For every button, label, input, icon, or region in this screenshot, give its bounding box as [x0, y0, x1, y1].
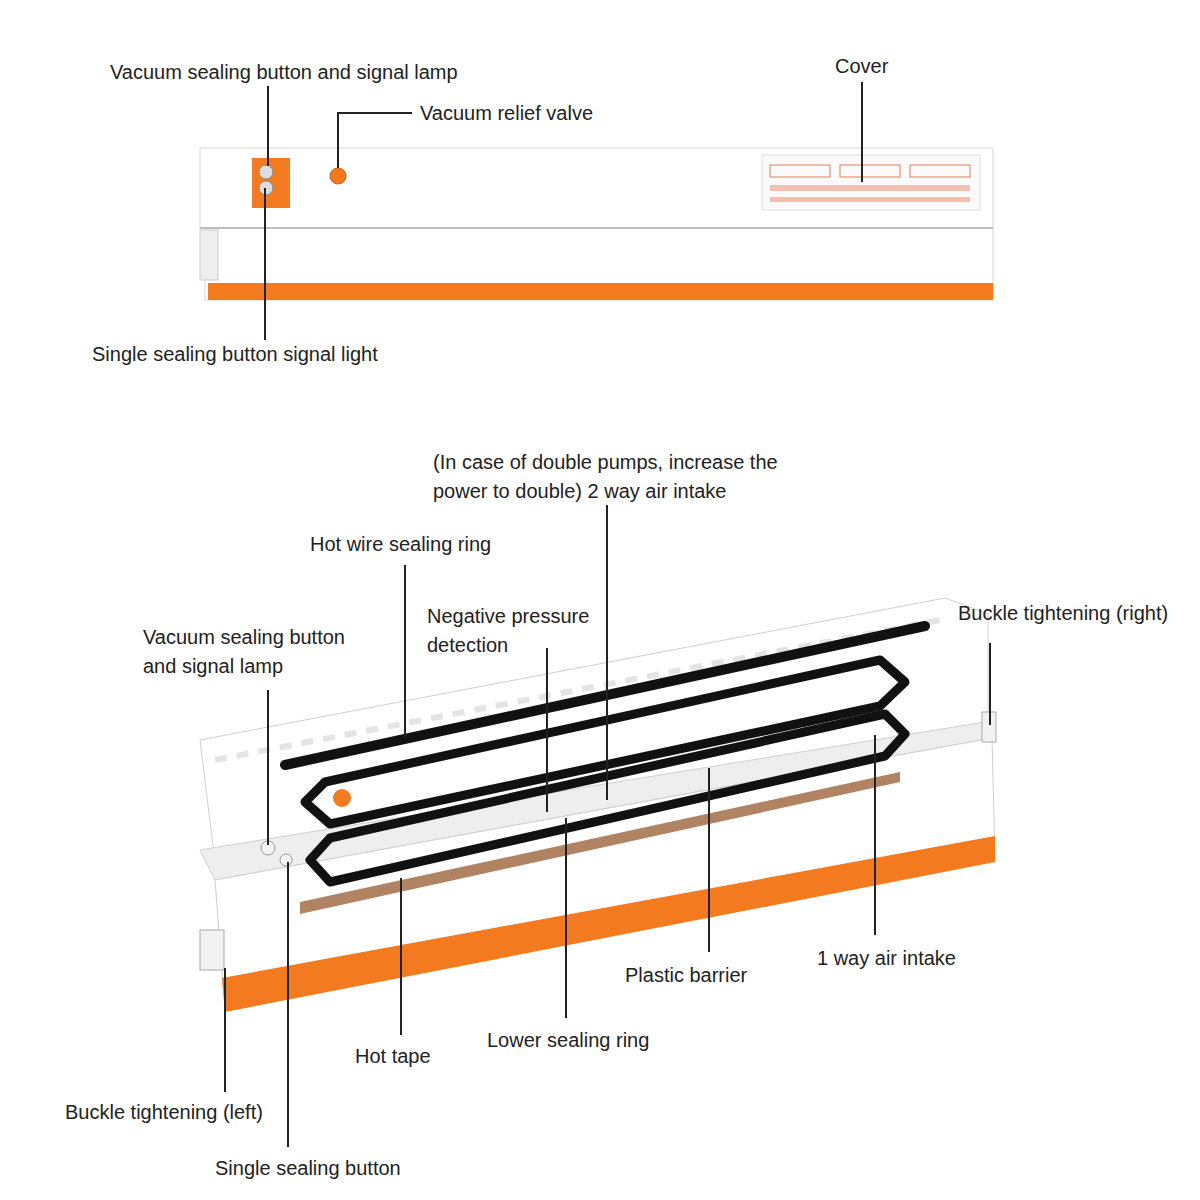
- leader-line: [861, 82, 863, 182]
- leader-line: [287, 862, 289, 1147]
- orange-stripe: [222, 836, 995, 1012]
- sticker-mark: [770, 165, 830, 177]
- control-panel: [252, 158, 290, 208]
- leader-line: [400, 878, 402, 1035]
- cover-shape: [200, 148, 993, 228]
- part-label: (In case of double pumps, increase the p…: [433, 448, 818, 506]
- part-label: Vacuum relief valve: [420, 99, 680, 128]
- leader-line: [224, 968, 226, 1092]
- sticker-mark: [910, 165, 970, 177]
- left-buckle: [200, 930, 224, 970]
- part-label: Cover: [835, 52, 955, 81]
- leader-line: [267, 690, 269, 845]
- leader-line: [267, 86, 269, 166]
- part-label: Single sealing button: [215, 1154, 475, 1183]
- part-label: Hot wire sealing ring: [310, 530, 570, 559]
- hot-wire-ring: [285, 626, 925, 765]
- relief-valve: [333, 789, 351, 807]
- leader-line: [338, 113, 412, 168]
- upper-gasket: [305, 660, 905, 824]
- part-label: Vacuum sealing button and signal lamp: [110, 58, 530, 87]
- leader-line: [565, 818, 567, 1018]
- hot-tape-strip: [300, 772, 900, 914]
- part-label: Buckle tightening (right): [958, 599, 1198, 628]
- part-label: Hot tape: [355, 1042, 495, 1071]
- part-label: Plastic barrier: [625, 961, 825, 990]
- part-label: Single sealing button signal light: [92, 340, 452, 369]
- part-label: Buckle tightening (left): [65, 1098, 325, 1127]
- left-clip: [200, 230, 218, 280]
- leader-lines: [225, 82, 990, 1147]
- part-label: Negative pressure detection: [427, 602, 617, 660]
- leader-line: [606, 505, 608, 800]
- base-body: [205, 226, 993, 300]
- seal-button: [280, 854, 292, 866]
- leader-line: [404, 565, 406, 738]
- sealer-closed: [200, 148, 993, 300]
- sticker-mark: [770, 185, 970, 191]
- part-label: Vacuum sealing button and signal lamp: [143, 623, 378, 681]
- vacuum-button: [259, 165, 273, 179]
- leader-line: [546, 648, 548, 812]
- part-label: 1 way air intake: [817, 944, 1037, 973]
- leader-line: [264, 188, 266, 340]
- sticker-mark: [770, 197, 970, 202]
- sticker-mark: [840, 165, 900, 177]
- leader-line: [708, 768, 710, 952]
- leader-line: [989, 643, 991, 725]
- orange-stripe: [208, 283, 993, 300]
- part-label: Lower sealing ring: [487, 1026, 717, 1055]
- relief-valve: [330, 168, 346, 184]
- lid-seam: [200, 227, 993, 229]
- leader-line: [874, 735, 876, 935]
- instruction-sticker: [762, 155, 980, 210]
